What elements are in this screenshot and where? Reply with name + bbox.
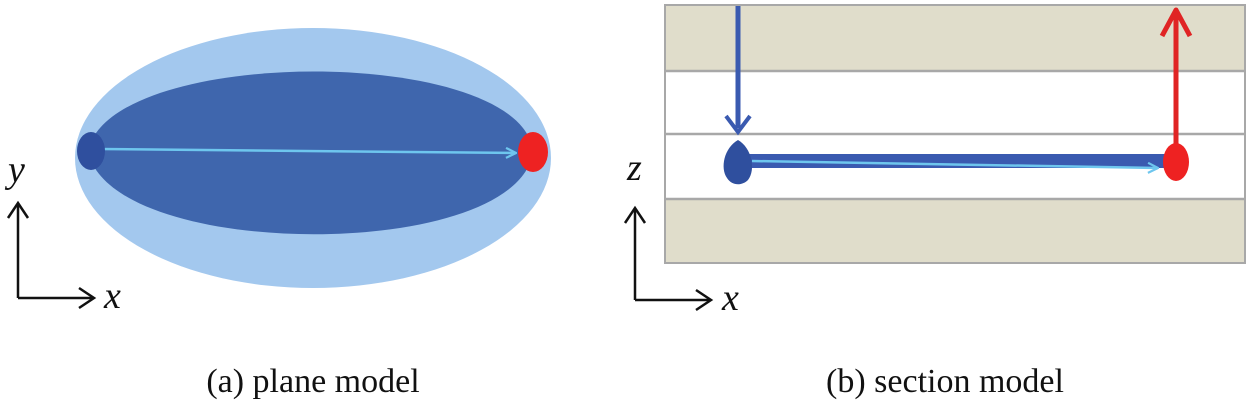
section-z-axis-label: z (626, 147, 642, 189)
section-production-point (1163, 143, 1189, 181)
production-well-arrowhead (1159, 7, 1193, 38)
section-x-axis-arrowhead (695, 288, 714, 312)
plane-axes (6, 200, 97, 310)
layer-boundaries (665, 69, 1245, 201)
production-well-point (518, 132, 548, 172)
plane-y-axis-arrowhead (6, 200, 30, 219)
injection-well-arrowhead (724, 114, 752, 136)
plane-flow-arrow (99, 149, 516, 153)
plane-x-axis-label: x (103, 275, 121, 317)
section-injection-point (723, 140, 753, 185)
bottom-rock-layer (666, 199, 1244, 262)
injection-well-point (77, 132, 105, 170)
top-rock-layer (666, 6, 1244, 71)
section-x-axis-label: x (721, 277, 739, 319)
plane-x-axis-arrowhead (78, 286, 97, 310)
horizontal-well (738, 154, 1174, 168)
section-axes (623, 205, 714, 312)
section-flow-arrow (751, 159, 1158, 168)
plane-model-caption: (a) plane model (206, 363, 419, 400)
inner-sweep-region (88, 71, 533, 235)
section-model-panel: z x (b) section model (623, 4, 1246, 400)
plane-y-axis-label: y (4, 149, 25, 191)
section-z-axis-arrowhead (623, 205, 647, 224)
section-model-caption: (b) section model (826, 363, 1064, 400)
plane-model-panel: y x (a) plane model (4, 28, 551, 400)
